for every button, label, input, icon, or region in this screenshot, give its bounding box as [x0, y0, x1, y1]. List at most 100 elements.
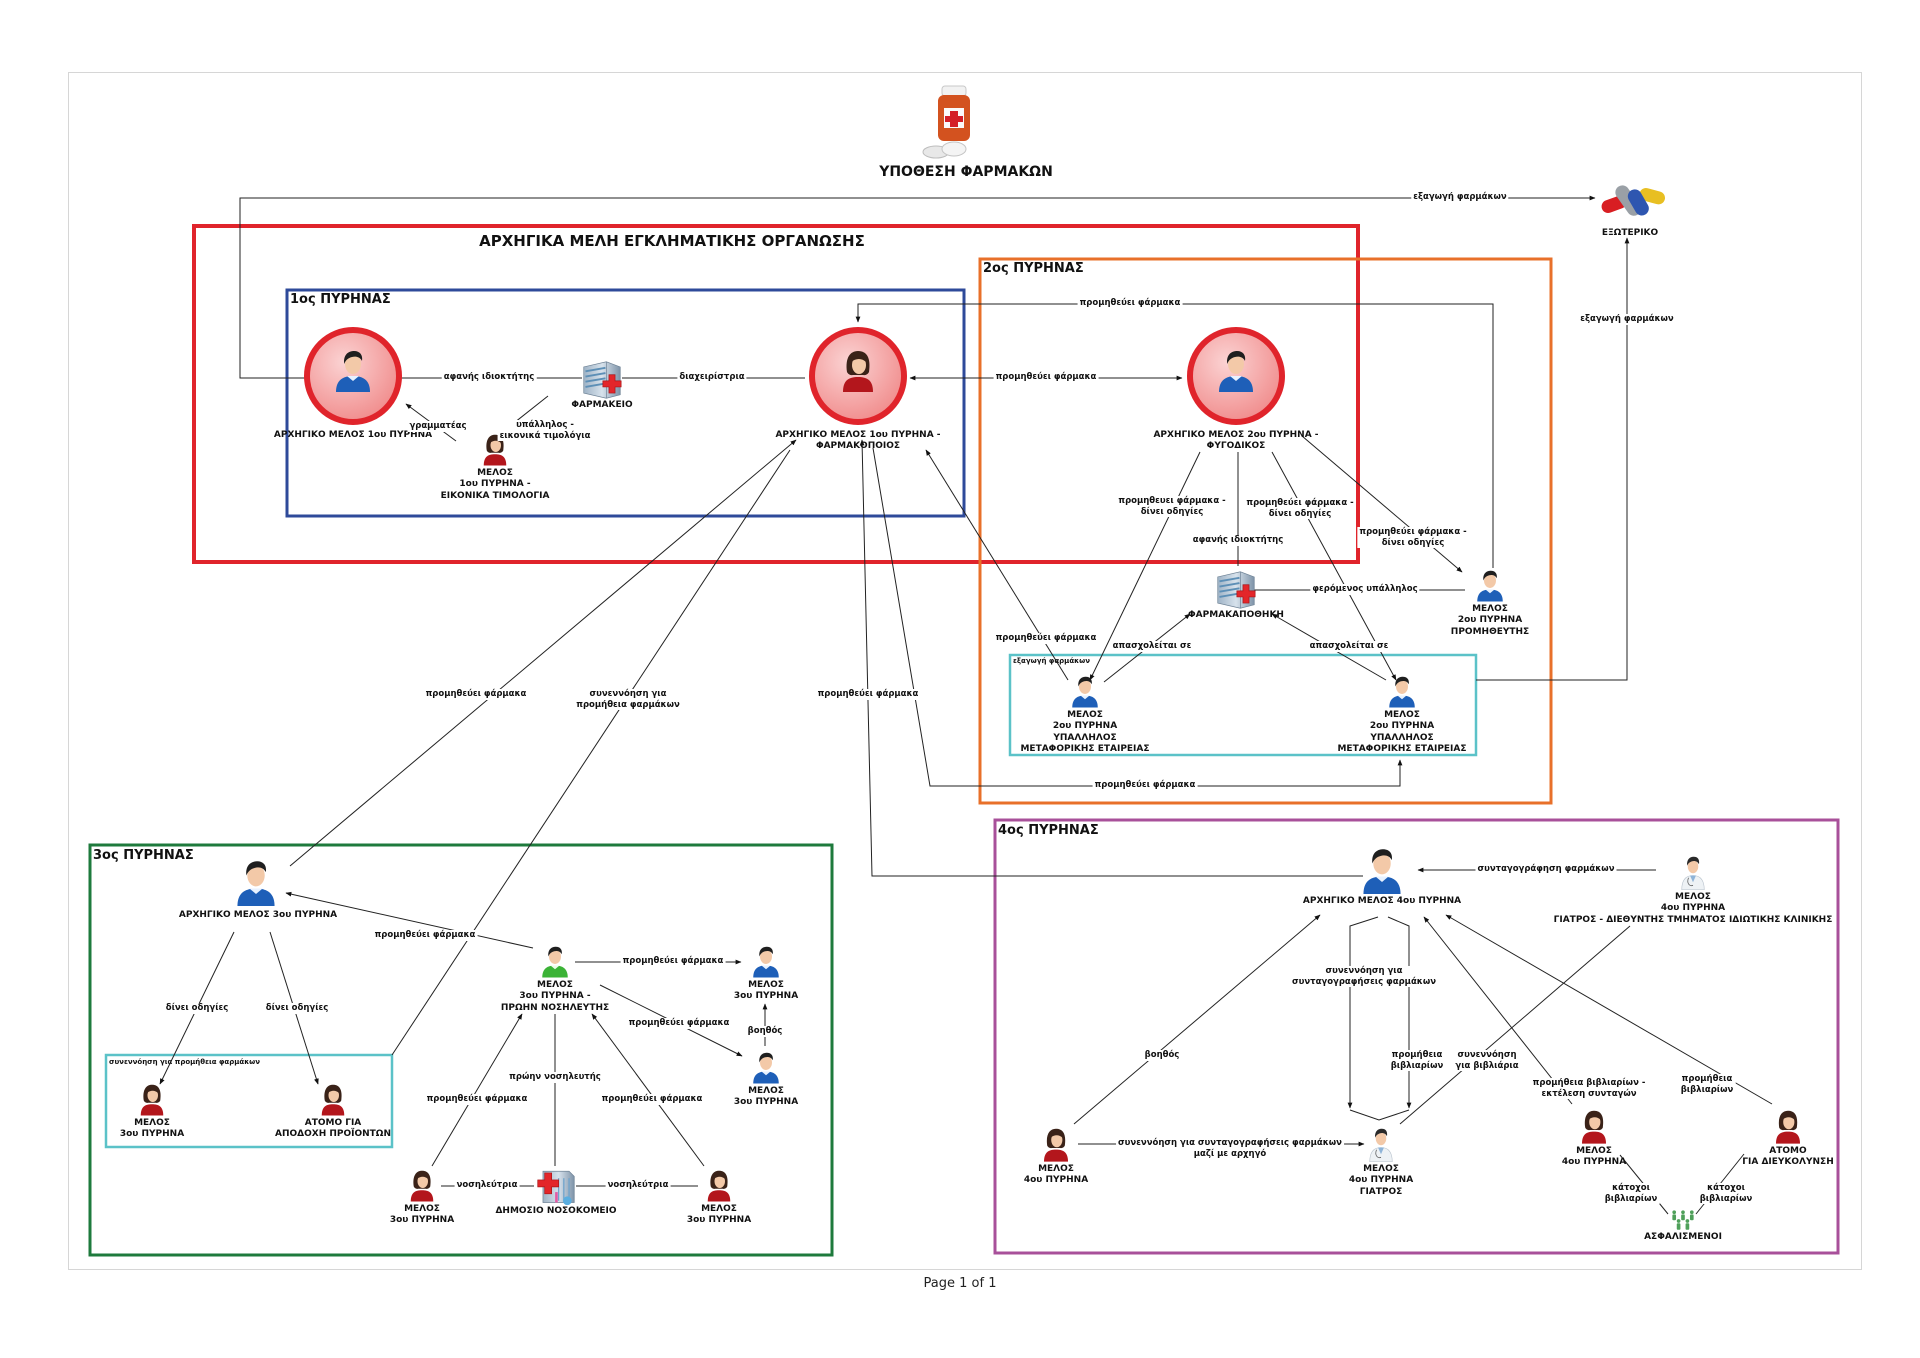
cell1-title: 1ος ΠΥΡΗΝΑΣ [290, 292, 391, 307]
edge-label-line: βιβλιαρίων [1604, 1193, 1658, 1204]
edge-e15 [925, 449, 1069, 681]
node-label-line: ΜΕΤΑΦΟΡΙΚΗΣ ΕΤΑΙΡΕΙΑΣ [1020, 743, 1150, 754]
edge-label-line: δίνει οδηγίες [1381, 537, 1445, 548]
edge-label-e7: προμηθεύει φάρμακα [993, 372, 1099, 383]
nurse3-icon [542, 946, 568, 978]
transport2b-icon [1389, 676, 1415, 708]
edge-label-line: για βιβλιάρια [1455, 1060, 1519, 1071]
edge-label-line: προμηθεύει φάρμακα [995, 633, 1097, 643]
node-label-line: ΕΙΚΟΝΙΚΑ ΤΙΜΟΛΟΓΙΑ [440, 490, 550, 501]
edge-e33 [1073, 914, 1321, 1125]
node-label-line: ΓΙΑΤΡΟΣ - ΔΙΕΘΥΝΤΗΣ ΤΜΗΜΑΤΟΣ ΙΔΙΩΤΙΚΗΣ Κ… [1553, 914, 1833, 925]
cell2-subgroup-title: εξαγωγή φαρμάκων [1013, 657, 1090, 665]
edge-label-line: αφανής ιδιοκτήτης [443, 372, 535, 382]
edge-label-line: δίνει οδηγίες [1140, 506, 1204, 517]
edge-label-e27: πρώην νοσηλευτής [507, 1072, 603, 1083]
edge-label-line: βοηθός [747, 1026, 783, 1036]
node-label-line: ΥΠΑΛΛΗΛΟΣ [1053, 732, 1117, 743]
edge-label-line: μαζί με αρχηγό [1193, 1148, 1267, 1159]
edge-label-e12: φερόμενος υπάλληλος [1310, 584, 1420, 595]
edge-label-line: κάτοχοι [1612, 1183, 1650, 1193]
node-label-line: 4ου ΠΥΡΗΝΑ [1561, 1157, 1627, 1168]
edge-label-e13: απασχολείται σε [1110, 641, 1194, 652]
node-label-line: ΓΙΑΤΡΟΣ [1359, 1186, 1403, 1197]
edge-label-line: προμηθεύει φάρμακα - [1246, 498, 1354, 508]
edge-label-e11: προμηθεύει φάρμακα -δίνει οδηγίες [1357, 527, 1469, 549]
edge-label-e24: προμηθεύει φάρμακα [620, 956, 726, 967]
edge-label-e30: νοσηλεύτρια [454, 1180, 520, 1191]
edge-label-e23: προμηθεύει φάρμακα [372, 930, 478, 941]
leader3-icon [237, 861, 275, 906]
edge-label-e6: προμηθεύει φάρμακα [1077, 298, 1183, 309]
cell3-subgroup-box [104, 1053, 394, 1149]
page-footer: Page 1 of 1 [923, 1276, 997, 1291]
edge-label-line: απασχολείται σε [1112, 641, 1192, 651]
edge-label-line: προμηθεύει φάρμακα [628, 1018, 730, 1028]
node-label-line: ΦΑΡΜΑΚΟΠΟΙΟΣ [815, 441, 901, 452]
node-label-line: ΑΤΟΜΟ ΓΙΑ [304, 1118, 362, 1128]
edge-label-e20: προμηθεύει φάρμακα [815, 689, 921, 700]
node-label-leader3: ΑΡΧΗΓΙΚΟ ΜΕΛΟΣ 3ου ΠΥΡΗΝΑ [179, 910, 337, 921]
node-label-leader1: ΑΡΧΗΓΙΚΟ ΜΕΛΟΣ 1ου ΠΥΡΗΝΑ [274, 430, 432, 441]
edge-label-e2: αφανής ιδιοκτήτης [441, 372, 537, 383]
node-label-line: ΑΠΟΔΟΧΗ ΠΡΟΪΟΝΤΩΝ [274, 1129, 392, 1140]
edge-label-line: εξαγωγή φαρμάκων [1413, 192, 1507, 202]
node-label-line: 2ου ΠΥΡΗΝΑ [1052, 721, 1118, 732]
edge-label-line: προμηθεύει φάρμακα [601, 1094, 703, 1104]
node-label-line: ΜΕΛΟΣ [748, 980, 784, 990]
pharmacy-icon [582, 360, 623, 400]
edge-label-line: βοηθός [1144, 1050, 1180, 1060]
node-label-line: ΦΑΡΜΑΚΕΙΟ [571, 400, 633, 410]
edge-e28 [431, 1013, 523, 1167]
edge-label-line: εικονικά τιμολόγια [499, 430, 591, 441]
edge-e34 [1347, 916, 1379, 1109]
edge-label-line: προμηθεύει φάρμακα [425, 689, 527, 699]
facilitator4-icon [1776, 1110, 1800, 1144]
node-label-line: ΑΤΟΜΟ [1769, 1146, 1807, 1156]
node-label-line: ΜΕΛΟΣ [1038, 1164, 1074, 1174]
doctor4b-icon [1369, 1128, 1393, 1162]
node-label-line: 3ου ΠΥΡΗΝΑ - [519, 991, 591, 1002]
edge-label-e29: προμηθεύει φάρμακα [599, 1094, 705, 1105]
edge-e29 [591, 1013, 705, 1167]
edge-label-line: συνταγογραφήσεις φαρμάκων [1291, 976, 1437, 987]
node-label-line: ΦΑΡΜΑΚΑΠΟΘΗΚΗ [1188, 610, 1284, 620]
node-label-line: ΑΡΧΗΓΙΚΟ ΜΕΛΟΣ 1ου ΠΥΡΗΝΑ - [775, 430, 941, 440]
node-label-line: ΜΕΛΟΣ [134, 1118, 170, 1128]
node-label-line: ΜΕΛΟΣ [1675, 892, 1711, 902]
edge-label-e28: προμηθεύει φάρμακα [424, 1094, 530, 1105]
member4a-icon [1044, 1128, 1068, 1162]
edge-label-line: φερόμενος υπάλληλος [1312, 584, 1418, 594]
node-label-leader4: ΑΡΧΗΓΙΚΟ ΜΕΛΟΣ 4ου ΠΥΡΗΝΑ [1303, 896, 1461, 907]
edge-e18 [289, 439, 797, 867]
doctor4a-icon [1681, 856, 1705, 890]
edge-label-line: συνταγογράφηση φαρμάκων [1477, 864, 1615, 874]
edge-e34-join [1349, 1109, 1410, 1121]
edge-label-line: συνεννόηση [1457, 1050, 1517, 1060]
node-label-line: 2ου ΠΥΡΗΝΑ [1369, 721, 1435, 732]
edge-label-line: διαχειρίστρια [679, 372, 745, 382]
edge-label-line: δίνει οδηγίες [265, 1003, 329, 1013]
node-label-line: ΜΕΛΟΣ [1472, 604, 1508, 614]
node-label-line: ΜΕΛΟΣ [404, 1204, 440, 1214]
edge-label-e18: προμηθεύει φάρμακα [423, 689, 529, 700]
node-label-line: ΜΕΛΟΣ [748, 1086, 784, 1096]
node-label-line: ΠΡΟΜΗΘΕΥΤΗΣ [1450, 626, 1530, 637]
edge-label-line: προμηθεύει φάρμακα [817, 689, 919, 699]
edge-label-line: πρώην νοσηλευτής [509, 1072, 601, 1082]
node-label-line: ΓΙΑ ΔΙΕΥΚΟΛΥΝΣΗ [1742, 1157, 1834, 1168]
supplier2-icon [1477, 570, 1503, 602]
edge-label-line: συνεννόηση για [1325, 966, 1403, 976]
cell2-title: 2ος ΠΥΡΗΝΑΣ [983, 261, 1084, 276]
leader4-icon [1363, 849, 1401, 894]
edge-label-e21: δίνει οδηγίες [163, 1003, 231, 1014]
edge-label-e16: προμηθεύει φάρμακα [1092, 780, 1198, 791]
organization-box [192, 224, 1360, 564]
